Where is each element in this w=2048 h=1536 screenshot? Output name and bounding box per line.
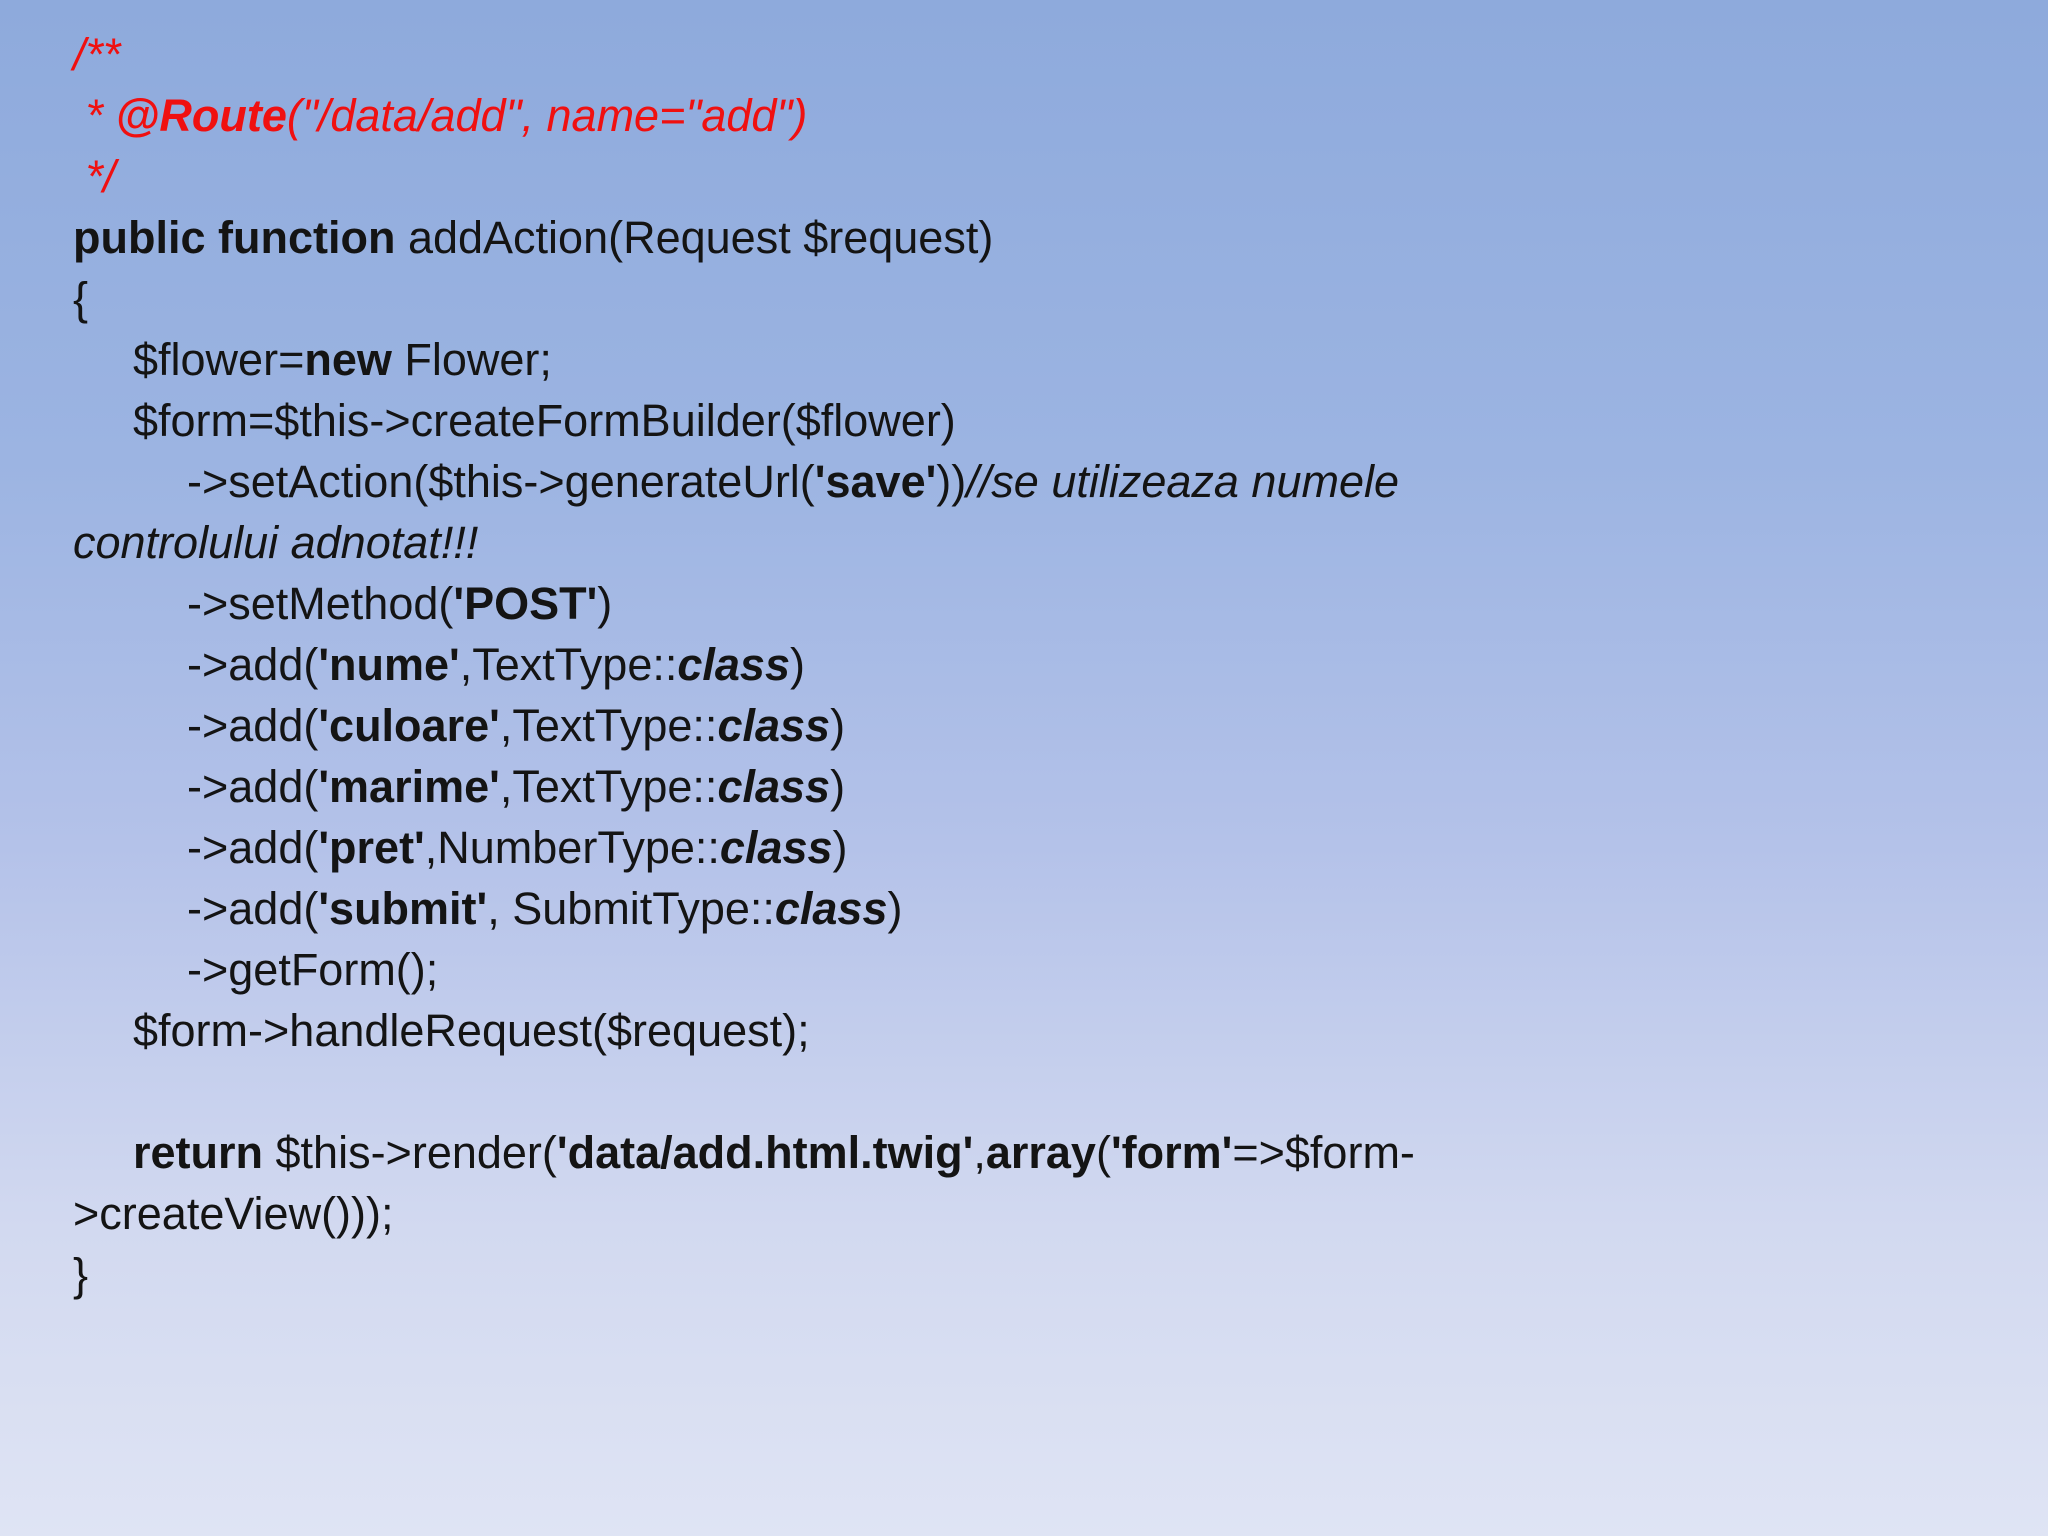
- code-segment: /**: [73, 29, 121, 80]
- code-segment: $this->render(: [263, 1127, 557, 1178]
- code-segment: return: [133, 1127, 264, 1178]
- code-segment: class: [774, 883, 888, 934]
- code-segment: class: [719, 822, 833, 873]
- code-segment: ,TextType::: [499, 700, 718, 751]
- code-line-9: controlului adnotat!!!: [73, 512, 2028, 573]
- code-segment: ): [790, 639, 805, 690]
- code-segment: =>$form-: [1232, 1127, 1415, 1178]
- code-segment: array: [985, 1127, 1096, 1178]
- code-segment: ): [597, 578, 613, 629]
- code-segment: class: [717, 761, 831, 812]
- code-segment: 'data/add.html.twig': [556, 1127, 974, 1178]
- code-segment: */: [73, 151, 116, 202]
- code-segment: $form->handleRequest($request);: [133, 1005, 810, 1056]
- code-line-8: ->setAction($this->generateUrl('save'))/…: [73, 451, 2028, 512]
- code-line-14: ->add('pret',NumberType::class): [73, 817, 2028, 878]
- code-line-15: ->add('submit', SubmitType::class): [73, 878, 2028, 939]
- code-segment: (: [1095, 1127, 1111, 1178]
- code-segment: 'pret': [318, 822, 425, 873]
- code-line-2: * @Route("/data/add", name="add"): [73, 85, 2028, 146]
- code-line-21: }: [73, 1244, 2028, 1305]
- code-line-3: */: [73, 146, 2028, 207]
- code-segment: ->add(: [187, 700, 319, 751]
- code-segment: ->setMethod(: [187, 578, 454, 629]
- code-segment: ("/data/add", name="add"): [286, 90, 808, 141]
- code-line-17: $form->handleRequest($request);: [73, 1000, 2028, 1061]
- code-segment: //se utilizeaza numele: [966, 456, 1400, 507]
- code-segment: }: [73, 1249, 89, 1300]
- code-segment: @Route: [115, 90, 287, 141]
- code-segment: ->add(: [187, 822, 319, 873]
- code-segment: >createView()));: [73, 1188, 394, 1239]
- code-segment: *: [73, 90, 116, 141]
- code-segment: {: [73, 273, 89, 324]
- code-segment: Flower;: [391, 334, 552, 385]
- code-segment: 'submit': [318, 883, 488, 934]
- code-line-11: ->add('nume',TextType::class): [73, 634, 2028, 695]
- code-segment: class: [677, 639, 790, 690]
- code-line-12: ->add('culoare',TextType::class): [73, 695, 2028, 756]
- code-block: /** * @Route("/data/add", name="add") */…: [73, 24, 2028, 1305]
- code-line-16: ->getForm();: [73, 939, 2028, 1000]
- code-line-7: $form=$this->createFormBuilder($flower): [73, 390, 2028, 451]
- code-segment: 'POST': [453, 578, 598, 629]
- code-segment: ): [830, 761, 846, 812]
- code-segment: ,TextType::: [499, 761, 718, 812]
- code-segment: ->setAction($this->generateUrl(: [187, 456, 815, 507]
- code-segment: 'marime': [318, 761, 500, 812]
- code-segment: ->add(: [187, 639, 319, 690]
- code-line-1: /**: [73, 24, 2028, 85]
- code-line-4: public function addAction(Request $reque…: [73, 207, 2028, 268]
- code-segment: , SubmitType::: [487, 883, 775, 934]
- code-segment: 'culoare': [318, 700, 500, 751]
- code-segment: ->getForm();: [187, 944, 439, 995]
- code-segment: $form=$this->createFormBuilder($flower): [133, 395, 956, 446]
- code-segment: ): [887, 883, 903, 934]
- code-segment: new: [304, 334, 392, 385]
- code-line-13: ->add('marime',TextType::class): [73, 756, 2028, 817]
- code-segment: controlului adnotat!!!: [73, 517, 479, 568]
- code-line-18: [73, 1061, 2028, 1122]
- code-line-20: >createView()));: [73, 1183, 2028, 1244]
- code-segment: )): [936, 456, 967, 507]
- code-line-10: ->setMethod('POST'): [73, 573, 2028, 634]
- code-line-19: return $this->render('data/add.html.twig…: [73, 1122, 2028, 1183]
- code-segment: ->add(: [187, 761, 319, 812]
- code-segment: ): [830, 700, 846, 751]
- code-segment: $flower=: [133, 334, 305, 385]
- code-segment: ,NumberType::: [424, 822, 720, 873]
- code-segment: public function: [73, 212, 408, 263]
- code-line-5: {: [73, 268, 2028, 329]
- code-segment: addAction(Request $request): [407, 212, 994, 263]
- code-segment: 'save': [814, 456, 937, 507]
- code-line-6: $flower=new Flower;: [73, 329, 2028, 390]
- code-segment: 'form': [1110, 1127, 1233, 1178]
- code-segment: ,: [973, 1127, 986, 1178]
- code-segment: class: [717, 700, 831, 751]
- code-segment: 'nume': [318, 639, 460, 690]
- code-segment: ,TextType::: [459, 639, 678, 690]
- code-segment: ): [832, 822, 848, 873]
- code-segment: ->add(: [187, 883, 319, 934]
